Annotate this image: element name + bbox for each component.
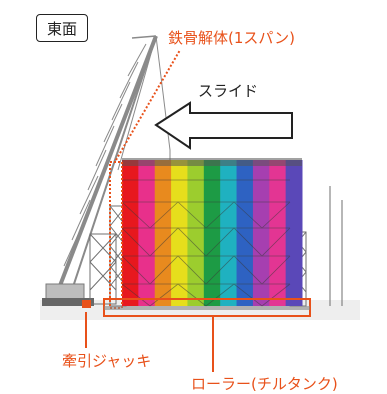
dismantle-leader <box>115 49 181 161</box>
slide-label: スライド <box>198 82 259 100</box>
jack-label: 牽引ジャッキ <box>62 352 152 370</box>
span-band <box>171 160 188 306</box>
span-band <box>269 160 287 306</box>
roller-label: ローラー(チルタンク) <box>191 375 338 393</box>
span-band <box>285 160 303 306</box>
span-band <box>252 160 270 306</box>
span-band <box>154 160 172 306</box>
span-band <box>203 160 221 306</box>
span-band <box>236 160 254 306</box>
span-bands <box>122 160 303 306</box>
crawler-crane <box>42 35 171 306</box>
jack-icon <box>82 300 91 308</box>
slide-arrow <box>154 101 293 150</box>
dismantle-label: 鉄骨解体(1スパン) <box>168 29 295 47</box>
span-band <box>122 160 139 306</box>
roof-beam <box>122 158 302 166</box>
span-band <box>138 160 156 306</box>
ground-beam <box>104 306 310 310</box>
view-label: 東面 <box>36 14 88 42</box>
